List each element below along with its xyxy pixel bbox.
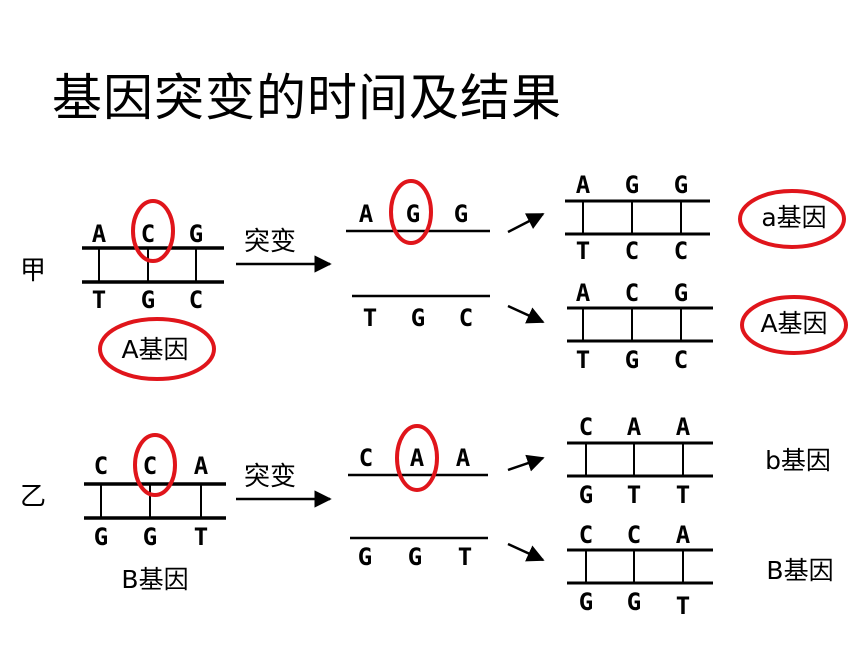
base: G bbox=[141, 286, 155, 314]
normal-strand-yi: G G T bbox=[350, 536, 488, 571]
replication-arrow bbox=[507, 542, 545, 562]
base: G bbox=[625, 346, 639, 374]
base: A bbox=[456, 444, 471, 472]
replication-arrow bbox=[507, 212, 545, 234]
base: G bbox=[411, 304, 425, 332]
base: T bbox=[676, 481, 690, 509]
base: C bbox=[141, 220, 155, 248]
base: G bbox=[454, 200, 468, 228]
slide-title: 基因突变的时间及结果 bbox=[52, 69, 562, 127]
gene-label: B基因 bbox=[766, 556, 833, 585]
base: A bbox=[92, 220, 107, 248]
child-dna-A: A C G T G C bbox=[567, 279, 713, 374]
base: C bbox=[625, 279, 639, 307]
gene-highlight-circle bbox=[740, 295, 848, 355]
base: G bbox=[674, 171, 688, 199]
gene-highlight-circle bbox=[98, 317, 216, 381]
base: G bbox=[189, 220, 203, 248]
base: A bbox=[676, 521, 691, 549]
base: A bbox=[576, 171, 591, 199]
base: T bbox=[576, 237, 590, 265]
parent-dna-jia: A C G T G C bbox=[82, 220, 224, 314]
mutated-strand-jia: A G G bbox=[346, 200, 490, 233]
base: G bbox=[406, 200, 420, 228]
base: C bbox=[579, 413, 593, 441]
base: T bbox=[676, 592, 690, 620]
base: G bbox=[358, 543, 372, 571]
base: G bbox=[674, 279, 688, 307]
mutation-label: 突变 bbox=[244, 462, 296, 492]
child-dna-b: C A A G T T bbox=[567, 413, 713, 509]
row-label-jia: 甲 bbox=[20, 256, 46, 286]
base: C bbox=[627, 521, 641, 549]
base: G bbox=[625, 171, 639, 199]
mutation-site-circle bbox=[395, 424, 439, 492]
gene-highlight-circle bbox=[738, 189, 846, 249]
base: C bbox=[94, 452, 108, 480]
mutation-site-circle bbox=[131, 199, 175, 263]
base: C bbox=[625, 237, 639, 265]
base: G bbox=[408, 543, 422, 571]
gene-label: A基因 bbox=[121, 335, 188, 364]
child-dna-B: C C A G G T bbox=[567, 521, 713, 620]
base: C bbox=[143, 452, 157, 480]
normal-strand-jia: T G C bbox=[352, 294, 490, 332]
replication-arrow bbox=[507, 304, 545, 324]
mutation-label: 突变 bbox=[244, 227, 296, 257]
base: T bbox=[363, 304, 377, 332]
base: G bbox=[579, 588, 593, 616]
base: G bbox=[627, 588, 641, 616]
child-dna-a: A G G T C C bbox=[565, 171, 710, 265]
base: G bbox=[579, 481, 593, 509]
parent-dna-yi: C C A G G T bbox=[84, 452, 226, 551]
base: T bbox=[92, 286, 106, 314]
base: C bbox=[579, 521, 593, 549]
base: A bbox=[194, 452, 209, 480]
gene-label: B基因 bbox=[121, 565, 188, 594]
base: A bbox=[410, 444, 425, 472]
mutation-site-circle bbox=[133, 433, 177, 497]
row-label-yi: 乙 bbox=[20, 482, 46, 512]
gene-label: a基因 bbox=[761, 203, 826, 232]
base: C bbox=[674, 237, 688, 265]
gene-label: A基因 bbox=[760, 309, 827, 338]
base: C bbox=[459, 304, 473, 332]
base: A bbox=[627, 413, 642, 441]
base: A bbox=[576, 279, 591, 307]
replication-arrow bbox=[507, 454, 545, 472]
base: C bbox=[359, 444, 373, 472]
base: C bbox=[674, 346, 688, 374]
base: T bbox=[627, 481, 641, 509]
base: G bbox=[94, 523, 108, 551]
base: G bbox=[143, 523, 157, 551]
base: T bbox=[458, 543, 472, 571]
mutation-site-circle bbox=[389, 179, 433, 245]
base: A bbox=[676, 413, 691, 441]
base: C bbox=[189, 286, 203, 314]
gene-label: b基因 bbox=[765, 446, 831, 475]
mutated-strand-yi: C A A bbox=[348, 444, 488, 477]
base: T bbox=[576, 346, 590, 374]
base: A bbox=[359, 200, 374, 228]
base: T bbox=[194, 523, 208, 551]
